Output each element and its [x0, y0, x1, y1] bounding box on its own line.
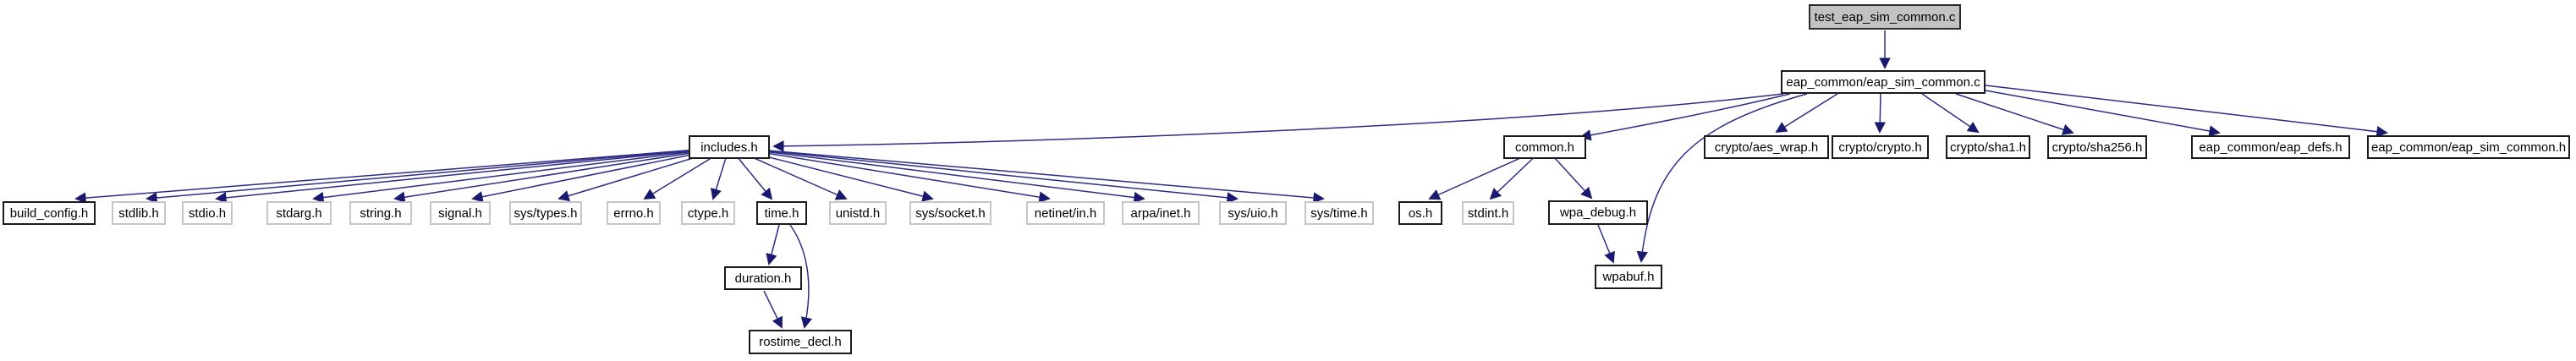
node-unistd-h: unistd.h	[829, 201, 887, 225]
node-stdlib-h: stdlib.h	[112, 201, 166, 225]
node-rostime-decl-h[interactable]: rostime_decl.h	[749, 330, 852, 354]
node-sys-time-h: sys/time.h	[1304, 201, 1374, 225]
edge-source-to-sha256	[1955, 93, 2074, 135]
edge-wpa-debug-to-wpabuf	[1597, 224, 1615, 264]
edge-includes-to-build-config	[74, 146, 730, 204]
node-sys-types-h: sys/types.h	[509, 201, 582, 225]
node-eap-common-eap-sim-common-c[interactable]: eap_common/eap_sim_common.c	[1781, 70, 1986, 94]
node-sys-uio-h: sys/uio.h	[1219, 201, 1287, 225]
node-crypto-sha1-h[interactable]: crypto/sha1.h	[1946, 135, 2030, 159]
edge-includes-to-netinet-in	[728, 146, 1051, 203]
edge-includes-to-string	[393, 146, 730, 203]
node-crypto-aes-wrap-h[interactable]: crypto/aes_wrap.h	[1704, 135, 1829, 159]
edge-includes-to-arpa-inet	[728, 146, 1145, 204]
node-crypto-crypto-h[interactable]: crypto/crypto.h	[1832, 135, 1929, 159]
node-wpa-debug-h[interactable]: wpa_debug.h	[1548, 200, 1648, 225]
edge-source-to-includes	[772, 93, 1784, 152]
node-eap-common-eap-sim-common-h[interactable]: eap_common/eap_sim_common.h	[2367, 135, 2570, 159]
node-test-eap-sim-common-c: test_eap_sim_common.c	[1809, 4, 1961, 30]
edge-duration-to-rostime-decl	[763, 290, 783, 329]
edge-source-to-wpabuf	[1636, 93, 1808, 263]
node-ctype-h: ctype.h	[681, 201, 735, 225]
edge-includes-to-signal	[471, 146, 730, 203]
node-common-h[interactable]: common.h	[1503, 135, 1586, 159]
node-netinet-in-h: netinet/in.h	[1026, 201, 1105, 225]
node-signal-h: signal.h	[430, 201, 491, 225]
node-build-config-h[interactable]: build_config.h	[3, 201, 96, 225]
node-string-h: string.h	[349, 201, 412, 225]
node-sys-socket-h: sys/socket.h	[909, 201, 991, 225]
edge-includes-to-stdio	[215, 146, 730, 204]
edge-source-to-eap-defs	[1985, 90, 2221, 137]
node-os-h[interactable]: os.h	[1398, 201, 1442, 225]
edge-time-to-duration	[766, 224, 780, 265]
edge-source-to-aes-wrap	[1775, 93, 1838, 134]
edge-source-to-sha1	[1921, 93, 1980, 134]
edge-source-to-common	[1579, 93, 1791, 141]
edge-includes-to-stdarg	[312, 146, 730, 204]
edge-source-to-eap-sim-h	[1985, 85, 2388, 138]
node-eap-common-eap-defs-h[interactable]: eap_common/eap_defs.h	[2191, 135, 2350, 159]
edge-source-to-crypto	[1874, 93, 1887, 134]
node-arpa-inet-h: arpa/inet.h	[1122, 201, 1200, 225]
node-duration-h[interactable]: duration.h	[724, 266, 802, 290]
node-errno-h: errno.h	[607, 201, 661, 225]
node-includes-h[interactable]: includes.h	[689, 135, 770, 159]
node-crypto-sha256-h[interactable]: crypto/sha256.h	[2047, 135, 2147, 159]
node-time-h[interactable]: time.h	[756, 201, 807, 225]
node-stdint-h: stdint.h	[1462, 201, 1514, 225]
edge-includes-to-sys-time	[728, 146, 1325, 204]
node-wpabuf-h[interactable]: wpabuf.h	[1595, 265, 1662, 289]
edge-includes-to-sys-uio	[728, 146, 1239, 204]
node-stdio-h: stdio.h	[182, 201, 233, 225]
edge-time-to-rostime-decl	[789, 224, 813, 329]
edge-includes-to-stdlib	[146, 146, 730, 204]
node-stdarg-h: stdarg.h	[266, 201, 332, 225]
